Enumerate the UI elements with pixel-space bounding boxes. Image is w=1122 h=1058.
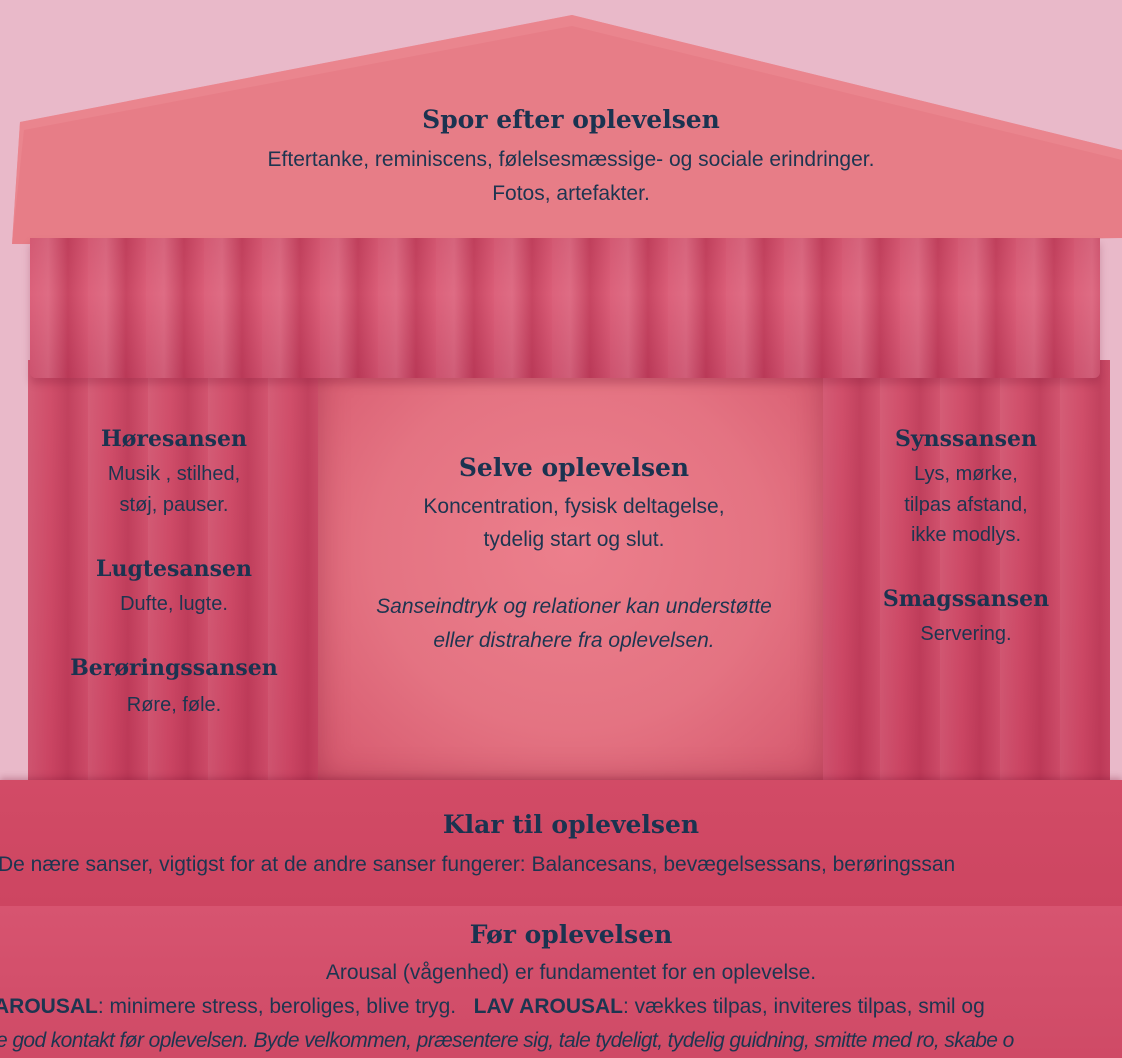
- roof-line-1: Eftertanke, reminiscens, følelsesmæssige…: [267, 148, 875, 171]
- center-title: Selve oplevelsen: [458, 453, 690, 482]
- center-italic-line-2: eller distrahere fra oplevelsen.: [433, 629, 715, 652]
- center-italic-line-1: Sanseindtryk og relationer kan understøt…: [376, 595, 772, 618]
- center-line-1: Koncentration, fysisk deltagelse,: [423, 495, 725, 518]
- high-arousal-label: AROUSAL: [0, 995, 98, 1018]
- step2-arousal-line: AROUSAL: minimere stress, beroliges, bli…: [0, 991, 985, 1023]
- base-step-before: [0, 906, 1122, 1058]
- left-curtain-pillar: [28, 360, 334, 780]
- step1-line-1: De nære sanser, vigtigst for at de andre…: [0, 853, 956, 876]
- left-section-title-3: Berøringssansen: [70, 655, 278, 681]
- step2-line-1: Arousal (vågenhed) er fundamentet for en…: [325, 961, 817, 984]
- roof-line-2: Fotos, artefakter.: [492, 182, 650, 205]
- right-section-title-1: Synssansen: [894, 426, 1038, 452]
- left-section-1-line-2: støj, pauser.: [119, 494, 229, 516]
- base-step-ready: [0, 780, 1122, 906]
- low-arousal-text: : vækkes tilpas, inviteres tilpas, smil …: [622, 995, 985, 1018]
- roof-title: Spor efter oplevelsen: [422, 105, 720, 134]
- right-section-2-line-1: Servering.: [920, 623, 1012, 645]
- step1-title: Klar til oplevelsen: [442, 810, 700, 839]
- left-section-3-line-1: Røre, føle.: [126, 694, 222, 716]
- center-line-2: tydelig start og slut.: [483, 528, 665, 551]
- roof-pediment: [12, 15, 1122, 246]
- curtain-valance: [30, 238, 1100, 378]
- left-section-1-line-1: Musik , stilhed,: [107, 463, 241, 485]
- step2-italic-line: e god kontakt før oplevelsen. Byde velko…: [0, 1029, 1014, 1052]
- left-section-2-line-1: Dufte, lugte.: [120, 593, 228, 615]
- step2-title: Før oplevelsen: [469, 920, 673, 949]
- right-curtain-pillar: [820, 360, 1110, 780]
- low-arousal-label: LAV AROUSAL: [473, 995, 623, 1018]
- left-section-title-1: Høresansen: [100, 426, 248, 452]
- right-section-1-line-3: ikke modlys.: [910, 524, 1022, 546]
- left-section-title-2: Lugtesansen: [95, 556, 253, 582]
- right-section-title-2: Smagssansen: [882, 586, 1050, 612]
- right-section-1-line-2: tilpas afstand,: [904, 494, 1028, 516]
- right-section-1-line-1: Lys, mørke,: [914, 463, 1018, 485]
- stage-center: [318, 362, 823, 780]
- high-arousal-text: : minimere stress, beroliges, blive tryg…: [97, 995, 457, 1018]
